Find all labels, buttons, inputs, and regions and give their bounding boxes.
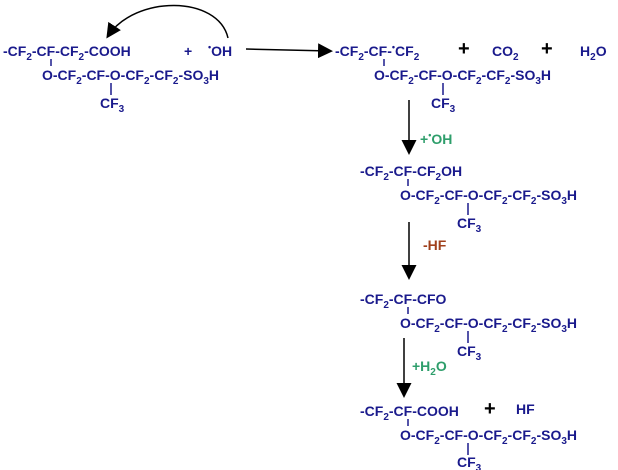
product2-sidechain: O-CF2-CF-O-CF2-CF2-SO3H [400,187,577,207]
product1-molecule: -CF2-CF-•CF2 O-CF2-CF-O-CF2-CF2-SO3H CF3 [335,42,551,115]
product1-sidechain: O-CF2-CF-O-CF2-CF2-SO3H [374,67,551,87]
byproduct-hf: HF [516,401,535,417]
reactant-branch: CF3 [100,95,125,115]
curved-arrow [106,4,229,39]
step1-reagent: +•OH [420,130,452,147]
product3-branch: CF3 [457,343,482,363]
hydroxyl-radical: •OH [208,42,232,59]
plus-sign: + [484,398,496,420]
product1-branch: CF3 [431,95,456,115]
plus-sign: + [541,38,553,60]
product4-molecule: -CF2-CF-COOH O-CF2-CF-O-CF2-CF2-SO3H CF3 [360,403,577,470]
product4-sidechain: O-CF2-CF-O-CF2-CF2-SO3H [400,427,577,447]
product1-backbone: -CF2-CF-•CF2 [335,42,420,63]
product4-backbone: -CF2-CF-COOH [360,403,459,423]
product3-molecule: -CF2-CF-CFO O-CF2-CF-O-CF2-CF2-SO3H CF3 [360,291,577,363]
step3-reagent: +H2O [412,358,447,378]
reactant-backbone: -CF2-CF-CF2-COOH [3,43,131,63]
reactant-sidechain: O-CF2-CF-O-CF2-CF2-SO3H [42,67,219,87]
reactant-molecule: -CF2-CF-CF2-COOH O-CF2-CF-O-CF2-CF2-SO3H… [3,43,219,115]
step2-reagent: -HF [423,237,447,253]
product3-backbone: -CF2-CF-CFO [360,291,447,311]
product4-branch: CF3 [457,454,482,470]
product2-backbone: -CF2-CF-CF2OH [360,163,462,183]
byproduct-co2: CO2 [492,43,519,63]
plus-sign: + [184,43,192,59]
byproduct-h2o: H2O [580,43,607,63]
product2-molecule: -CF2-CF-CF2OH O-CF2-CF-O-CF2-CF2-SO3H CF… [360,163,577,235]
plus-sign: + [458,38,470,60]
product2-branch: CF3 [457,215,482,235]
reaction-arrow [245,43,333,59]
product3-sidechain: O-CF2-CF-O-CF2-CF2-SO3H [400,315,577,335]
